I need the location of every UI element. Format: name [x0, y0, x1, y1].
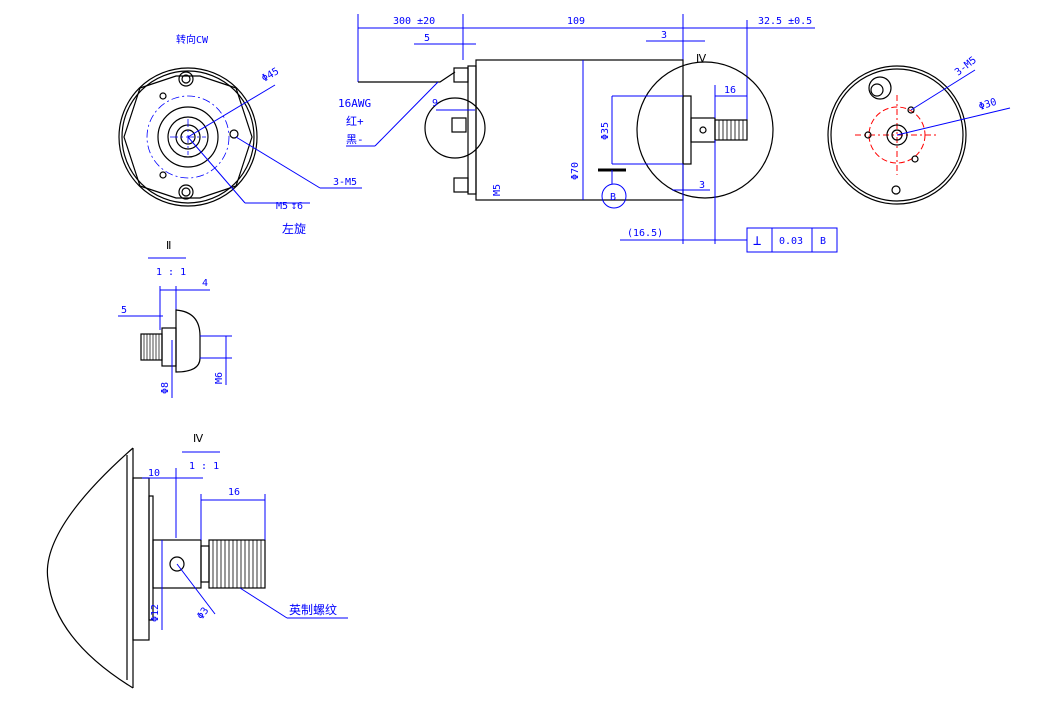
ref165-label: (16.5) — [627, 228, 663, 239]
detail-ii: Ⅱ 1 : 1 4 5 Φ8 M6 — [118, 239, 232, 398]
front-holes-label: 3-M5 — [333, 177, 357, 188]
detail-iv-dia3-leader — [176, 563, 216, 615]
tolerance-datum: B — [820, 236, 826, 247]
lead-wire — [358, 71, 456, 83]
red-plus-label: 红+ — [346, 115, 364, 128]
detail-ii-scale: 1 : 1 — [156, 267, 186, 278]
perpendicular-symbol: ⊥ — [753, 233, 761, 249]
detail-iv-circle — [636, 61, 774, 199]
dim3b-label: 3 — [699, 180, 705, 191]
m5-leader — [187, 136, 246, 204]
dia70-label: Φ70 — [570, 162, 581, 180]
rear-hole-1 — [907, 106, 915, 114]
front-bottom-hole — [178, 184, 194, 200]
detail-ii-dim4: 4 — [202, 278, 208, 289]
detail-ii-dome — [175, 309, 201, 373]
detail-ii-circle — [424, 97, 486, 159]
wire-note-leader — [374, 81, 439, 147]
rear-vent-inner — [870, 83, 884, 97]
detail-iv-flange — [132, 477, 150, 641]
detail-iv-thread-lines — [212, 540, 262, 588]
terminal-bottom — [453, 177, 469, 193]
front-top-hole-inner — [181, 74, 191, 84]
side-view: 300 ±20 109 32.5 ±0.5 5 3 Ⅳ — [338, 14, 838, 253]
front-flange — [682, 95, 692, 165]
detail-ii-label: Ⅱ — [166, 239, 171, 252]
detail-iv-housing-arc — [46, 447, 134, 689]
black-minus-label: 黑- — [346, 133, 364, 146]
rear-hole-3 — [864, 131, 872, 139]
dia35-label: Φ35 — [600, 122, 611, 140]
front-small-hole-1 — [159, 92, 167, 100]
rear-center-hole — [891, 129, 903, 141]
datum-label: B — [610, 192, 616, 203]
front-top-hole — [178, 71, 194, 87]
detail-iv-scale: 1 : 1 — [189, 461, 219, 472]
shaft-length-label: 32.5 ±0.5 — [758, 16, 812, 27]
front-outer-circle — [118, 67, 258, 207]
shaft-thread-lines — [718, 120, 744, 140]
shaft-base — [690, 117, 716, 143]
detail-iv-pin-hole — [169, 556, 185, 572]
rear-vent-outer — [868, 76, 892, 100]
dim5-label: 5 — [424, 33, 430, 44]
detail-ii-m6: M6 — [214, 372, 225, 384]
detail-iv-dim10: 10 — [148, 468, 160, 479]
left-hand-label: 左旋 — [282, 221, 306, 236]
detail-iv-dia3: Φ3 — [195, 606, 211, 622]
holes-leader — [235, 136, 321, 189]
terminal-detail — [451, 117, 467, 133]
front-boss-outer — [157, 106, 219, 168]
dim3-label: 3 — [661, 30, 667, 41]
rear-outer-inner-circle — [830, 68, 964, 202]
datum-circle — [601, 183, 627, 209]
body-m5-label: M5 — [492, 184, 503, 196]
rear-outer-circle — [827, 65, 967, 205]
front-bolt-circle — [146, 95, 230, 179]
front-outer-inner-circle — [121, 70, 255, 204]
rear-hole-4 — [891, 185, 901, 195]
front-bottom-hole-inner — [181, 187, 191, 197]
tolerance-frame: ⊥ 0.03 B — [746, 227, 838, 253]
wire-gauge-label: 16AWG — [338, 97, 371, 110]
flat16-label: 16 — [724, 85, 736, 96]
front-boss-mid — [167, 116, 209, 158]
rear-dia30-leader — [896, 107, 1011, 136]
dia45-label: Φ45 — [260, 66, 281, 85]
detail-iv: Ⅳ 1 : 1 10 16 Φ12 Φ3 英制螺纹 — [46, 432, 348, 689]
body-length-label: 109 — [567, 16, 585, 27]
rear-view: 3-M5 Φ30 — [827, 55, 1011, 205]
terminal-top — [453, 67, 469, 83]
front-view: 转向CW Φ45 3-M5 M5 ↧6 左旋 — [118, 33, 362, 236]
detail-ii-dim5: 5 — [121, 305, 127, 316]
shaft-pin-hole — [699, 126, 707, 134]
detail-iv-dia12: Φ12 — [150, 604, 161, 622]
lead-length-label: 300 ±20 — [393, 16, 435, 27]
m5-thread-label: M5 — [276, 201, 288, 212]
detail-iv-flange-step — [148, 495, 154, 621]
dim9-label: 9 — [432, 98, 438, 109]
rear-holes-label: 3-M5 — [953, 55, 979, 79]
detail-ii-base — [161, 327, 177, 367]
detail-iv-thread-leader — [239, 587, 288, 619]
motor-end-cap — [467, 65, 477, 195]
detail-iv-shaft-neck — [200, 545, 210, 583]
rotation-direction-label: 转向CW — [176, 33, 209, 46]
detail-iv-dim16: 16 — [228, 487, 240, 498]
detail-ii-dia8: Φ8 — [160, 382, 171, 394]
dia45-leader — [187, 84, 276, 138]
detail-iv-marker: Ⅳ — [696, 52, 707, 65]
rear-hole-2 — [911, 155, 919, 163]
front-small-hole-2 — [159, 171, 167, 179]
detail-iv-label: Ⅳ — [193, 432, 204, 445]
rear-center-boss — [886, 124, 908, 146]
detail-iv-thread-note: 英制螺纹 — [289, 603, 337, 617]
front-right-hole — [229, 129, 239, 139]
tolerance-value: 0.03 — [779, 236, 803, 247]
rear-dia30-label: Φ30 — [978, 97, 999, 113]
detail-ii-thread-lines — [143, 334, 160, 360]
rear-holes-leader — [910, 69, 976, 111]
m5-depth-label: ↧6 — [291, 201, 303, 212]
